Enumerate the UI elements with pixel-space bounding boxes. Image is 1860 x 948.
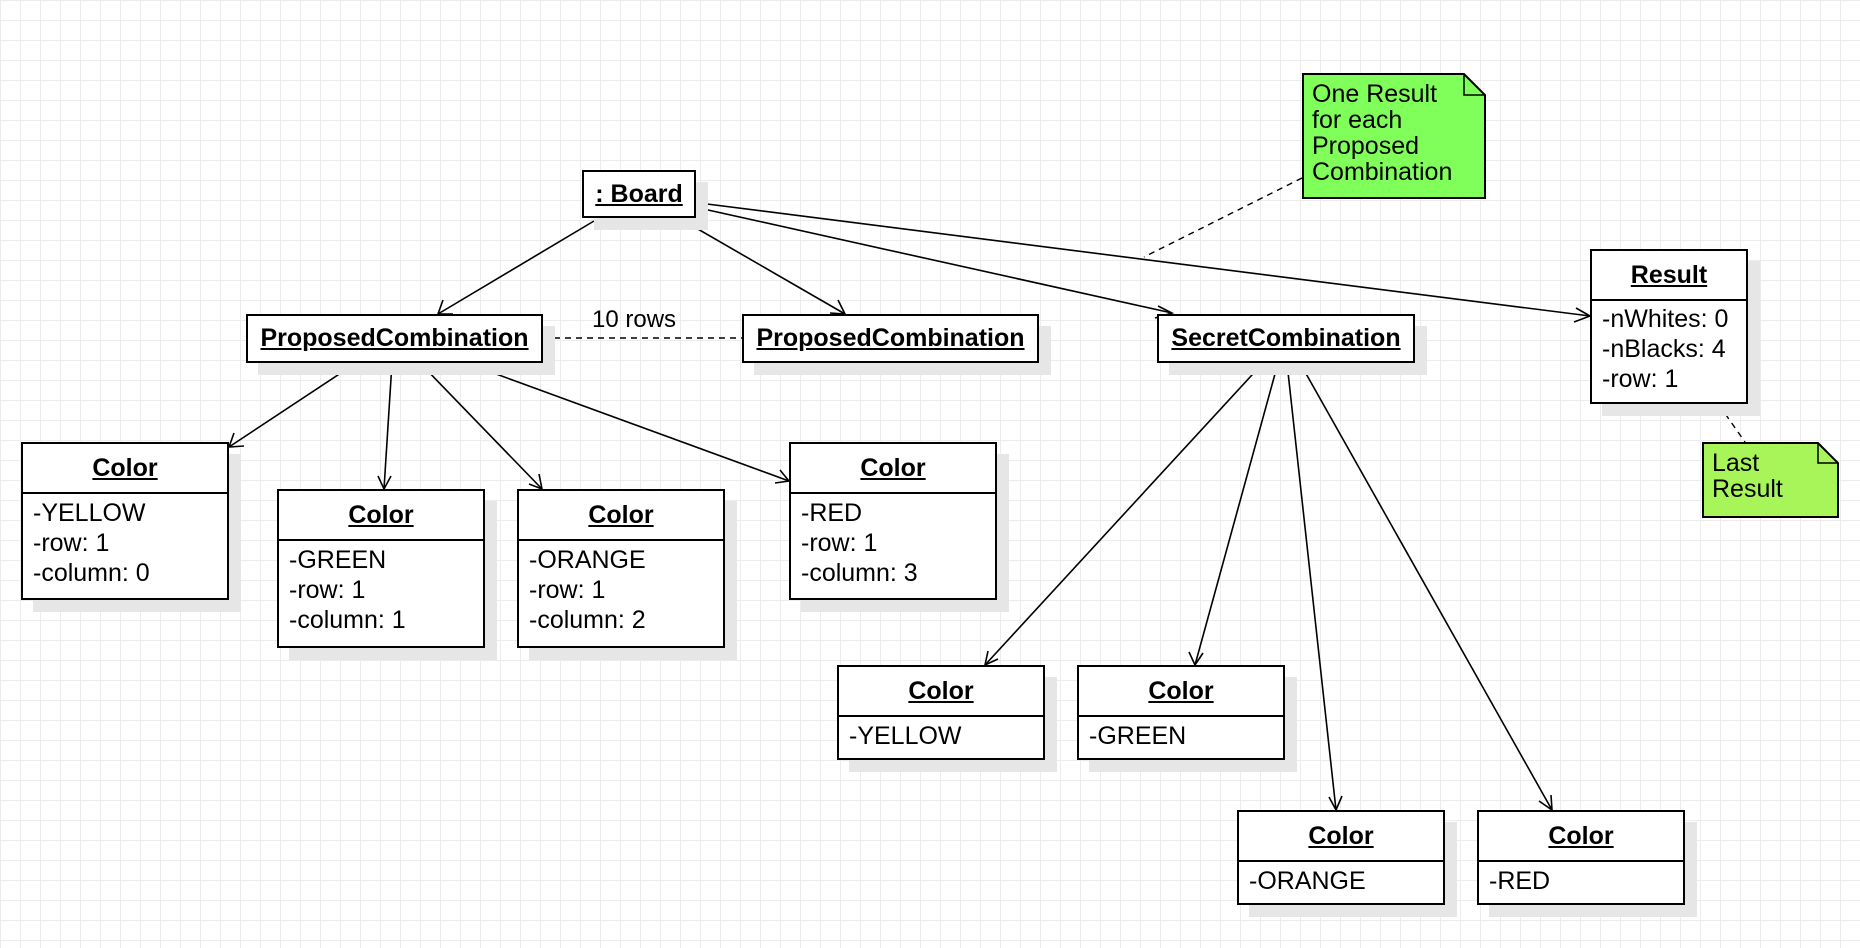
note-text: One Result for each Proposed Combination bbox=[1312, 80, 1453, 186]
color-attribute: -GREEN bbox=[289, 546, 387, 574]
color-attribute: -column: 3 bbox=[801, 559, 918, 587]
note-text: Last Result bbox=[1712, 449, 1783, 503]
color-attributes: -ORANGE bbox=[1239, 860, 1443, 900]
edge-secret-color-2 bbox=[1286, 362, 1337, 811]
color-attribute: -RED bbox=[1489, 867, 1551, 895]
note-shape bbox=[1302, 73, 1486, 199]
color-title: Color bbox=[1148, 676, 1214, 705]
color-attributes: -RED -row: 1 -column: 3 bbox=[791, 492, 995, 592]
edge-secret-color-0 bbox=[984, 362, 1264, 666]
color-title: Color bbox=[860, 453, 926, 482]
result-attribute: -nBlacks: 4 bbox=[1602, 335, 1726, 363]
color-title: Color bbox=[588, 500, 654, 529]
color-attribute: -row: 1 bbox=[33, 529, 110, 557]
note-shape bbox=[1702, 442, 1839, 518]
color-object[interactable]: Color -YELLOW bbox=[837, 665, 1045, 760]
edge-board-secret bbox=[698, 207, 1173, 314]
color-attribute: -column: 1 bbox=[289, 606, 406, 634]
edge-board-proposed-2 bbox=[683, 220, 846, 315]
color-attributes: -YELLOW -row: 1 -column: 0 bbox=[23, 492, 227, 592]
note-last-result[interactable]: Last Result bbox=[1702, 442, 1839, 518]
board-title: : Board bbox=[595, 179, 683, 208]
color-title: Color bbox=[1308, 821, 1374, 850]
color-attribute: -row: 1 bbox=[289, 576, 366, 604]
color-title: Color bbox=[348, 500, 414, 529]
edge-board-result bbox=[698, 202, 1591, 317]
color-attribute: -ORANGE bbox=[1249, 867, 1366, 895]
color-object[interactable]: Color -RED -row: 1 -column: 3 bbox=[789, 442, 997, 600]
color-attribute: -GREEN bbox=[1089, 722, 1187, 750]
arrowhead bbox=[227, 432, 245, 448]
color-attribute: -RED bbox=[801, 499, 863, 527]
edge-proposed-color-2 bbox=[419, 362, 543, 490]
edge-board-proposed-1 bbox=[437, 220, 595, 315]
color-object[interactable]: Color -RED bbox=[1477, 810, 1685, 905]
color-attribute: -column: 2 bbox=[529, 606, 646, 634]
color-title: Color bbox=[92, 453, 158, 482]
color-attributes: -GREEN bbox=[1079, 715, 1283, 755]
secret-combination-object[interactable]: SecretCombination bbox=[1157, 314, 1415, 363]
color-object[interactable]: Color -GREEN -row: 1 -column: 1 bbox=[277, 489, 485, 648]
result-attribute: -nWhites: 0 bbox=[1602, 305, 1729, 333]
secret-combination-title: SecretCombination bbox=[1171, 324, 1401, 352]
edge-note-last-dashed bbox=[1718, 404, 1746, 443]
edge-note-each-dashed bbox=[1143, 177, 1303, 258]
proposed-combination-object[interactable]: ProposedCombination bbox=[246, 314, 543, 363]
proposed-combination-title: ProposedCombination bbox=[260, 324, 529, 352]
board-object[interactable]: : Board bbox=[582, 170, 696, 218]
color-attribute: -row: 1 bbox=[529, 576, 606, 604]
proposed-combination-object[interactable]: ProposedCombination bbox=[742, 314, 1039, 363]
edge-secret-color-3 bbox=[1299, 362, 1553, 811]
proposed-combination-title: ProposedCombination bbox=[756, 324, 1025, 352]
note-one-result-each[interactable]: One Result for each Proposed Combination bbox=[1302, 73, 1486, 199]
color-attribute: -column: 0 bbox=[33, 559, 150, 587]
color-object[interactable]: Color -YELLOW -row: 1 -column: 0 bbox=[21, 442, 229, 600]
color-attribute: -YELLOW bbox=[849, 722, 962, 750]
result-object[interactable]: Result -nWhites: 0 -nBlacks: 4 -row: 1 bbox=[1590, 249, 1748, 404]
result-title: Result bbox=[1630, 260, 1708, 289]
color-attributes: -RED bbox=[1479, 860, 1683, 900]
color-attributes: -YELLOW bbox=[839, 715, 1043, 755]
color-object[interactable]: Color -ORANGE bbox=[1237, 810, 1445, 905]
color-attributes: -ORANGE -row: 1 -column: 2 bbox=[519, 539, 723, 639]
result-attributes: -nWhites: 0 -nBlacks: 4 -row: 1 bbox=[1592, 299, 1746, 397]
edge-proposed-color-3 bbox=[465, 362, 790, 482]
color-object[interactable]: Color -GREEN bbox=[1077, 665, 1285, 760]
color-attributes: -GREEN -row: 1 -column: 1 bbox=[279, 539, 483, 639]
edge-proposed-color-0 bbox=[228, 362, 357, 448]
result-attribute: -row: 1 bbox=[1602, 365, 1679, 393]
color-title: Color bbox=[908, 676, 974, 705]
color-title: Color bbox=[1548, 821, 1614, 850]
color-attribute: -ORANGE bbox=[529, 546, 646, 574]
color-object[interactable]: Color -ORANGE -row: 1 -column: 2 bbox=[517, 489, 725, 648]
color-attribute: -YELLOW bbox=[33, 499, 146, 527]
color-attribute: -row: 1 bbox=[801, 529, 878, 557]
edge-proposed-color-1 bbox=[383, 362, 393, 490]
edge-secret-color-1 bbox=[1194, 362, 1279, 666]
rows-label: 10 rows bbox=[592, 306, 677, 333]
